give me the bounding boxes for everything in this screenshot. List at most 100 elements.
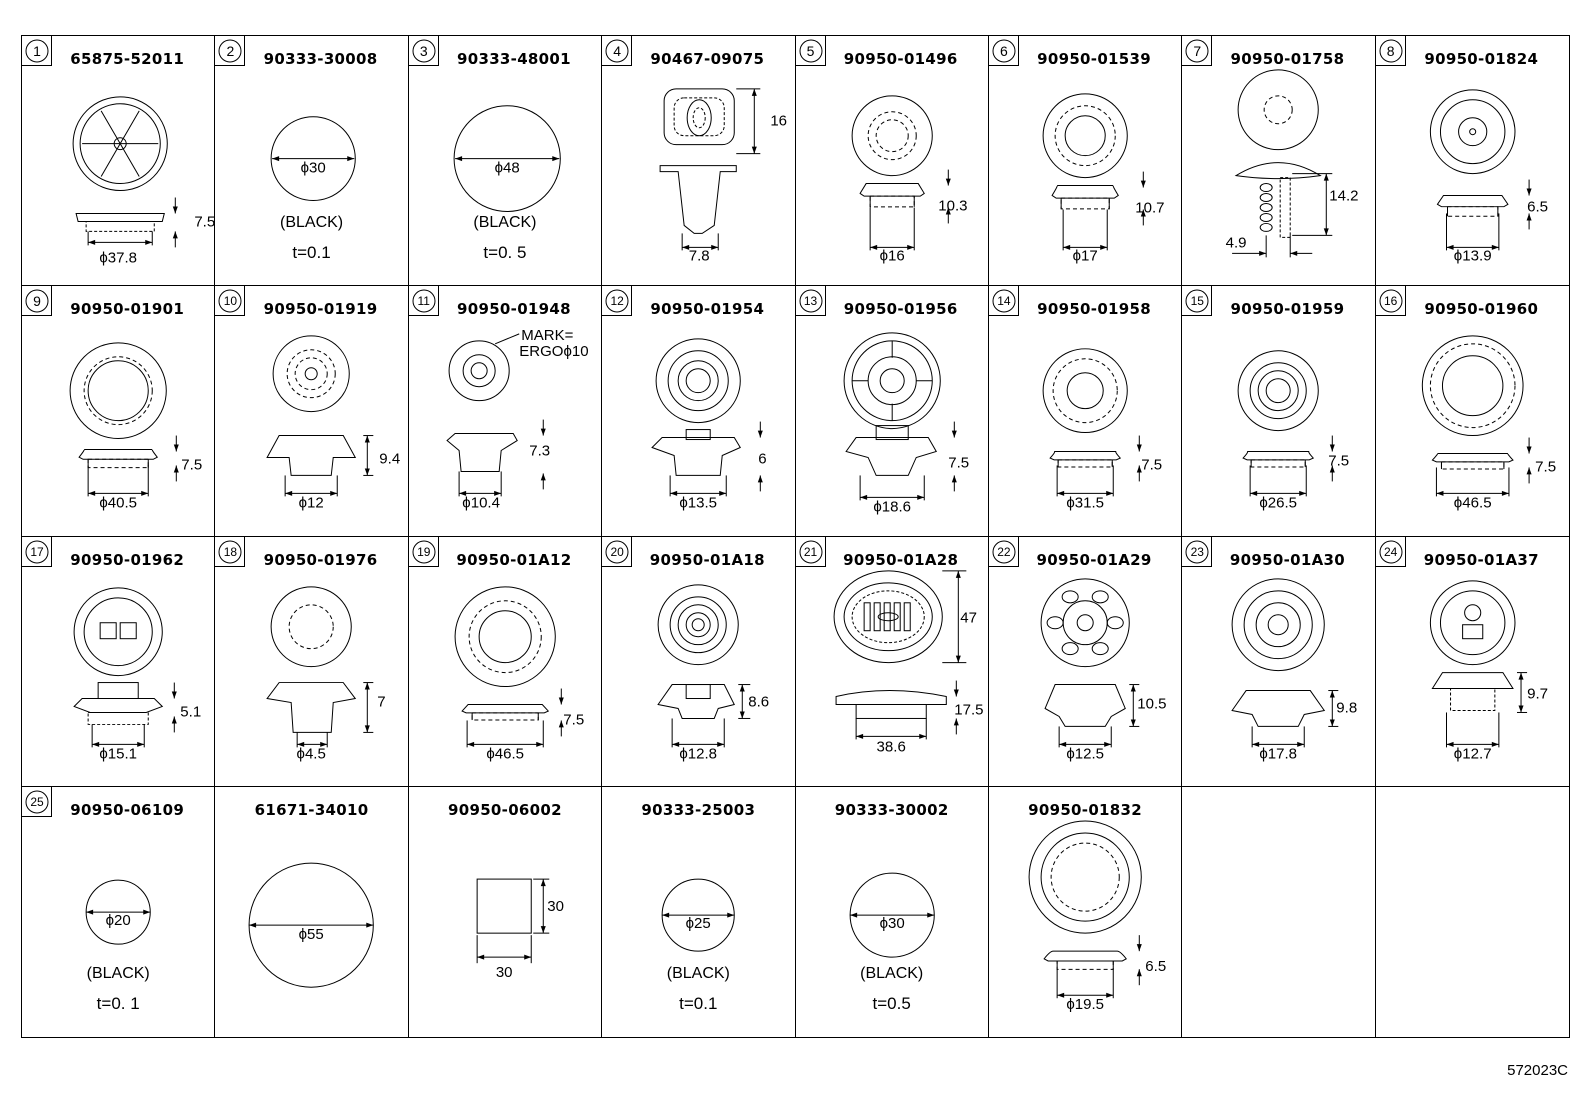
part-number: 90950-01A30 [1229, 550, 1345, 569]
part-number: 90950-01962 [70, 550, 185, 569]
empty-cell [1376, 787, 1569, 1037]
dimension-label: ϕ46.5 [486, 745, 524, 762]
item-number-circle [799, 39, 822, 63]
part-drawing: 7.5 ϕ46.5 [1421, 335, 1556, 512]
part-number: 90950-01901 [70, 300, 185, 319]
dimension-label: 7 [378, 693, 386, 710]
part-number: 90950-01956 [843, 300, 958, 319]
part-number: 90950-01959 [1230, 300, 1345, 319]
item-number-badge: 21 [795, 536, 826, 567]
dimension-label: 10.7 [1135, 200, 1164, 217]
part-number: 90950-01A28 [843, 550, 959, 569]
thickness-note: t=0.1 [292, 243, 331, 262]
part-drawing: ϕ20 [85, 879, 151, 945]
item-number-badge: 4 [602, 36, 633, 66]
item-number-circle [25, 790, 49, 814]
dimension-label: 14.2 [1330, 188, 1359, 205]
item-number: 5 [806, 43, 815, 59]
dimension-label: ϕ48 [494, 160, 519, 177]
thickness-note: t=0. 5 [483, 243, 527, 262]
dimension-label: 5.1 [180, 703, 201, 720]
dimension-label: ϕ30 [301, 160, 326, 177]
item-number-badge: 20 [602, 536, 633, 567]
dimension-label: ϕ13.9 [1453, 247, 1491, 264]
dimension-label: 7.5 [1535, 459, 1556, 476]
dimension-label: ϕ30 [879, 915, 904, 932]
catalog-code: 572023C [1507, 1062, 1568, 1079]
item-number-circle [412, 540, 436, 563]
dimension-label: 16 [770, 113, 787, 130]
item-number: 24 [1383, 544, 1398, 559]
item-number-badge: 15 [1182, 286, 1213, 317]
part-drawing: 167.8 [659, 88, 787, 264]
dimension-label: ϕ46.5 [1453, 495, 1491, 512]
part-number: 90950-01758 [1230, 50, 1345, 68]
item-number-circle [25, 289, 49, 313]
dimension-label: 10.5 [1137, 695, 1166, 712]
item-number-badge: 24 [1375, 536, 1406, 567]
item-number: 16 [1383, 294, 1398, 309]
dimension-label: ϕ12.7 [1453, 745, 1491, 762]
item-number-circle [1185, 39, 1209, 63]
item-number-circle [412, 289, 436, 313]
item-number-badge: 6 [988, 36, 1019, 66]
part-number: 90333-30008 [263, 50, 378, 68]
item-number: 17 [30, 544, 44, 559]
dimension-label: 30 [547, 898, 564, 915]
dimension-label: 6.5 [1145, 958, 1166, 975]
item-number-circle [218, 540, 242, 563]
item-number-circle [799, 289, 822, 313]
dimension-label: 47 [960, 609, 977, 626]
part-number: 90950-06002 [447, 800, 562, 819]
dimension-label: ϕ55 [299, 926, 324, 943]
dimension-label: ϕ12.8 [679, 745, 717, 762]
part-number: 90950-01958 [1037, 300, 1152, 319]
dimension-label: 9.4 [380, 451, 401, 468]
item-number-badge: 12 [602, 286, 633, 317]
dimension-label: ϕ40.5 [99, 495, 137, 512]
item-number-badge: 19 [408, 536, 439, 567]
dimension-label: ϕ10.4 [462, 495, 500, 512]
item-number: 2 [226, 43, 235, 59]
dimension-label: ϕ31.5 [1066, 495, 1104, 512]
part-number: 65875-52011 [70, 50, 185, 68]
dimension-label: ϕ20 [106, 912, 131, 929]
color-note: (BLACK) [860, 964, 924, 982]
part-number: 90950-01954 [650, 300, 765, 319]
dimension-label: 7.5 [563, 711, 584, 728]
item-number: 8 [1386, 43, 1395, 59]
dimension-label: 7.5 [1141, 457, 1162, 474]
part-number: 90333-30002 [834, 800, 949, 819]
item-number-circle [25, 39, 49, 63]
item-number: 7 [1193, 43, 1202, 59]
part-number: 90950-01919 [263, 300, 378, 319]
dimension-label: ϕ25 [686, 915, 711, 932]
item-number-badge: 18 [215, 536, 246, 567]
dimension-label: ϕ37.8 [99, 249, 137, 266]
part-number: 90950-01824 [1424, 50, 1539, 68]
part-number: 90950-01A37 [1423, 550, 1539, 569]
item-number: 1 [33, 43, 41, 59]
item-number-badge: 16 [1375, 286, 1406, 317]
item-number-badge: 14 [988, 286, 1019, 317]
